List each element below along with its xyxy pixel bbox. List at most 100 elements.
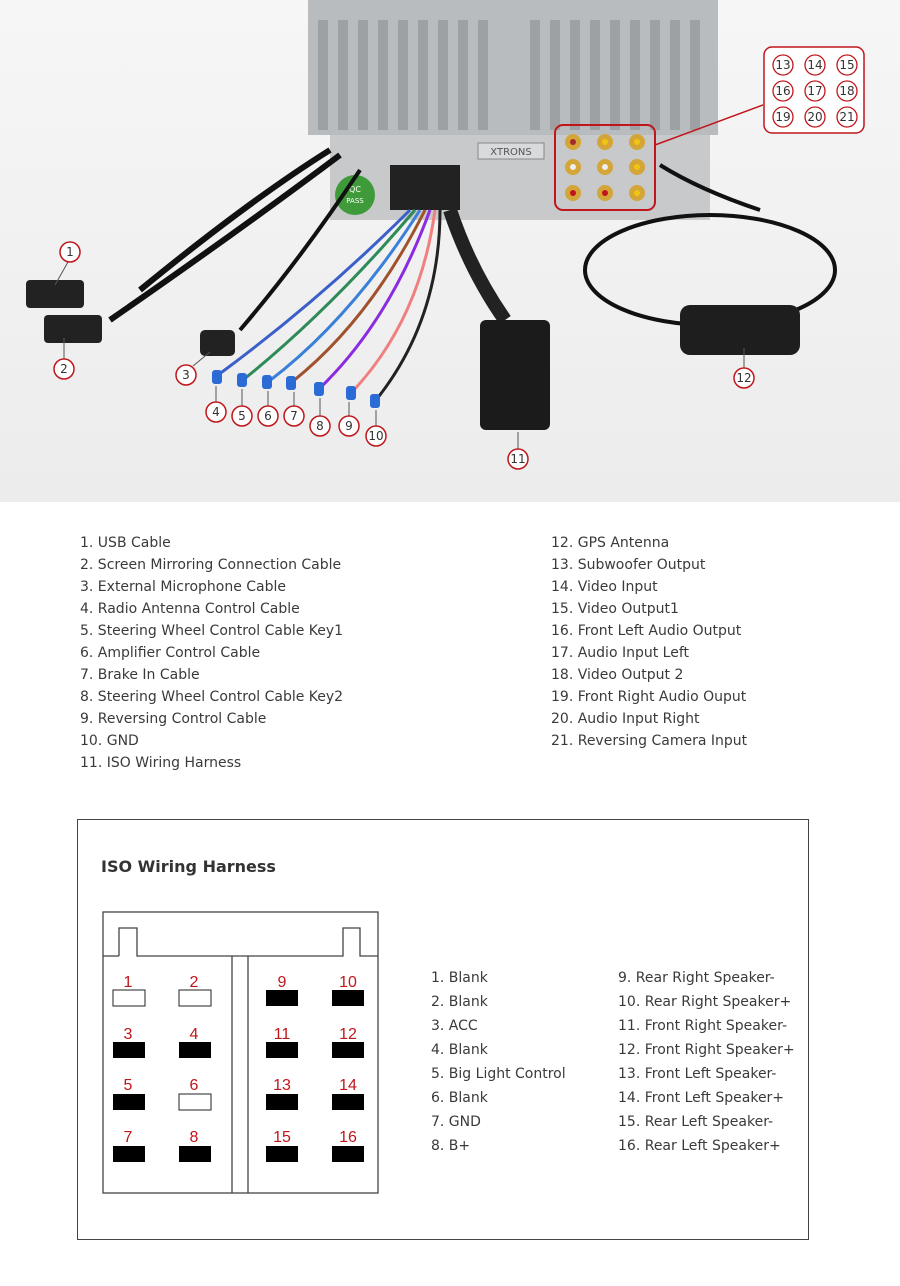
legend-item: 13. Subwoofer Output xyxy=(551,557,706,573)
pin-assignment: 2. Blank xyxy=(431,994,488,1010)
pin-13 xyxy=(266,1094,298,1110)
pin-assignment: 4. Blank xyxy=(431,1042,488,1058)
product-photo: QC PASS XTRONS xyxy=(0,0,900,502)
callout-15-label: 15 xyxy=(839,58,854,72)
legend-item: 4. Radio Antenna Control Cable xyxy=(80,601,300,617)
pin-assignment: 5. Big Light Control xyxy=(431,1066,566,1082)
pin-15 xyxy=(266,1146,298,1162)
pin-assignment: 8. B+ xyxy=(431,1138,471,1154)
pin-9-label: 9 xyxy=(278,974,287,991)
callout-9-label: 9 xyxy=(345,419,353,433)
pin-9 xyxy=(266,990,298,1006)
legend-item: 8. Steering Wheel Control Cable Key2 xyxy=(80,689,344,705)
brand-label: XTRONS xyxy=(490,147,531,158)
pin-6-label: 6 xyxy=(190,1077,199,1094)
pin-7 xyxy=(113,1146,145,1162)
rca-group-highlight xyxy=(554,124,656,211)
legend-item: 18. Video Output 2 xyxy=(551,667,684,683)
pin-4 xyxy=(179,1042,211,1058)
callout-11 xyxy=(507,448,529,470)
legend-item: 15. Video Output1 xyxy=(551,601,679,617)
pin-13-label: 13 xyxy=(273,1077,291,1094)
pin-2-label: 2 xyxy=(190,974,199,991)
pin-12 xyxy=(332,1042,364,1058)
callout-5-label: 5 xyxy=(238,409,246,423)
callout-17-label: 17 xyxy=(807,84,822,98)
pin-assignment: 15. Rear Left Speaker- xyxy=(618,1114,774,1130)
pin-assignment: 6. Blank xyxy=(431,1090,488,1106)
legend-item: 3. External Microphone Cable xyxy=(80,579,287,595)
legend-item: 11. ISO Wiring Harness xyxy=(80,755,242,771)
pin-assignment: 16. Rear Left Speaker+ xyxy=(618,1138,781,1154)
pin-11-label: 11 xyxy=(274,1026,291,1043)
callout-21-label: 21 xyxy=(839,110,854,124)
legend-list-right: 12. GPS Antenna 13. Subwoofer Output 14.… xyxy=(551,532,747,752)
pin-12-label: 12 xyxy=(339,1026,357,1043)
legend-item: 16. Front Left Audio Output xyxy=(551,623,742,639)
pin-11 xyxy=(266,1042,298,1058)
callout-8-label: 8 xyxy=(316,419,324,433)
head-unit-heatsink xyxy=(308,0,718,135)
callout-13-label: 13 xyxy=(775,58,790,72)
pass-label: PASS xyxy=(346,197,364,205)
microphone-cable xyxy=(238,168,362,332)
legend-item: 14. Video Input xyxy=(551,579,658,595)
rca-jacks xyxy=(565,134,645,201)
callout-6-label: 6 xyxy=(264,409,272,423)
pin-assignment: 1. Blank xyxy=(431,970,488,986)
microphone-plug xyxy=(200,330,235,356)
legend-item: 2. Screen Mirroring Connection Cable xyxy=(80,557,342,573)
pin-4-label: 4 xyxy=(190,1026,199,1043)
legend-item: 17. Audio Input Left xyxy=(551,645,689,661)
heatsink-fins xyxy=(318,20,700,130)
callout-6 xyxy=(257,405,279,427)
pin-10-label: 10 xyxy=(339,974,357,991)
pin-assignment: 3. ACC xyxy=(431,1018,478,1034)
iso-harness-bundle xyxy=(443,207,511,325)
pin-assignment: 7. GND xyxy=(431,1114,481,1130)
rca-grid-callouts: 13 14 15 16 17 18 19 20 21 xyxy=(772,54,858,128)
callout-4 xyxy=(205,401,227,423)
callout-7 xyxy=(283,405,305,427)
legend-item: 7. Brake In Cable xyxy=(80,667,200,683)
callout-1-label: 1 xyxy=(66,245,74,259)
pin-2 xyxy=(178,989,212,1007)
callout-5 xyxy=(231,405,253,427)
callout-20-label: 20 xyxy=(807,110,822,124)
callout-10 xyxy=(365,425,387,447)
pin-8-label: 8 xyxy=(190,1129,199,1146)
brand-plate xyxy=(477,142,545,160)
callout-18-label: 18 xyxy=(839,84,854,98)
legend-list-left: 1. USB Cable 2. Screen Mirroring Connect… xyxy=(80,532,343,774)
callout-3-label: 3 xyxy=(182,368,190,382)
iso-connector xyxy=(480,320,550,430)
callout-leader-rca xyxy=(654,104,764,146)
pin-15-label: 15 xyxy=(273,1129,291,1146)
callout-11-label: 11 xyxy=(510,452,525,466)
main-connector xyxy=(390,165,460,210)
callout-9 xyxy=(338,415,360,437)
usb-cable xyxy=(138,147,332,293)
pin-10 xyxy=(332,990,364,1006)
pin-1-label: 1 xyxy=(124,974,133,991)
pin-14 xyxy=(332,1094,364,1110)
pin-assignment: 13. Front Left Speaker- xyxy=(618,1066,777,1082)
legend-item: 21. Reversing Camera Input xyxy=(551,733,748,749)
legend-item: 1. USB Cable xyxy=(80,535,171,551)
pin-assignment-list-left: 1. Blank 2. Blank 3. ACC 4. Blank 5. Big… xyxy=(431,966,566,1158)
legend-item: 10. GND xyxy=(80,733,139,749)
pin-5-label: 5 xyxy=(124,1077,133,1094)
wire-terminals xyxy=(212,370,380,408)
pin-16-label: 16 xyxy=(339,1129,357,1146)
iso-connector-diagram: 1 2 3 4 5 6 7 8 9 10 11 12 xyxy=(102,911,379,1194)
photo-callouts: 1 2 3 4 5 6 7 8 9 xyxy=(53,241,755,470)
iso-harness-title: ISO Wiring Harness xyxy=(101,857,276,876)
legend-item: 19. Front Right Audio Ouput xyxy=(551,689,747,705)
legend-item: 12. GPS Antenna xyxy=(551,535,670,551)
pin-assignment-list-right: 9. Rear Right Speaker- 10. Rear Right Sp… xyxy=(618,966,795,1158)
callout-12-label: 12 xyxy=(736,371,751,385)
pin-5 xyxy=(113,1094,145,1110)
connector-latches xyxy=(118,927,378,957)
gps-antenna xyxy=(680,305,800,355)
callout-2-label: 2 xyxy=(60,362,68,376)
